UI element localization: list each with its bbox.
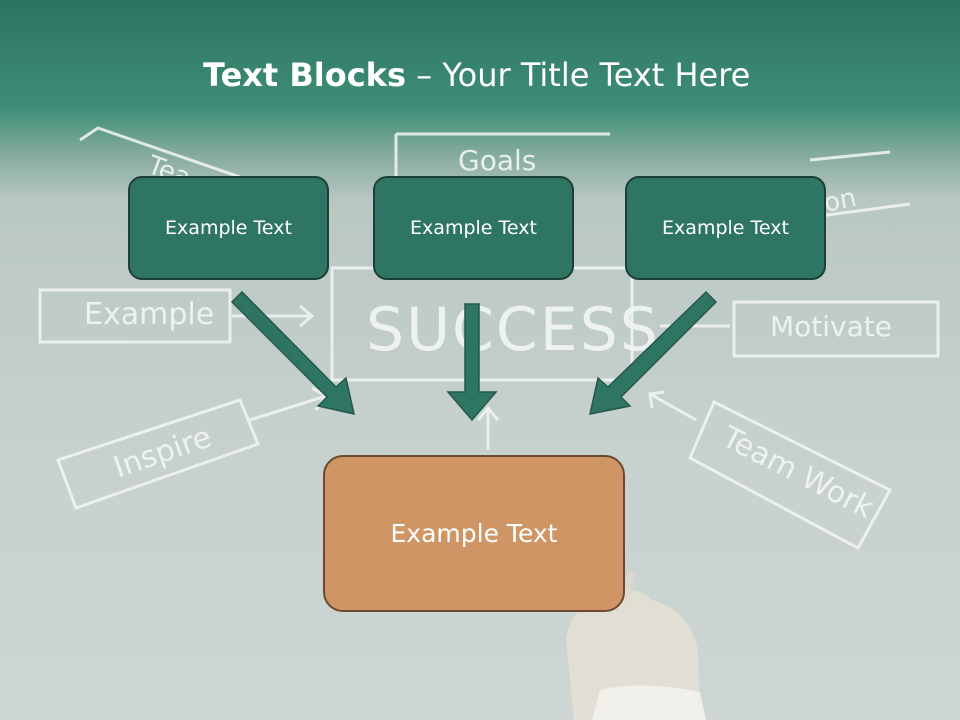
chalk-word-example: Example bbox=[84, 297, 214, 332]
arrow-left bbox=[230, 290, 355, 415]
goals-frame bbox=[394, 132, 610, 180]
text-box-center[interactable]: Example Text bbox=[373, 176, 574, 280]
title-rest: Your Title Text Here bbox=[442, 56, 751, 94]
topleft-frame bbox=[79, 126, 261, 186]
arrow-center bbox=[446, 303, 498, 422]
chalk-word-motivate: Motivate bbox=[770, 310, 892, 343]
text-box-left[interactable]: Example Text bbox=[128, 176, 329, 280]
text-box-right[interactable]: Example Text bbox=[625, 176, 826, 280]
motivate-frame bbox=[732, 300, 940, 358]
hand-illustration bbox=[566, 570, 706, 720]
chalk-arrow-bottom bbox=[476, 405, 500, 450]
chalk-word-goals: Goals bbox=[458, 144, 536, 177]
teamwork-frame bbox=[688, 399, 893, 551]
text-box-main[interactable]: Example Text bbox=[323, 455, 625, 612]
page-title: Text Blocks – Your Title Text Here bbox=[203, 56, 750, 94]
chalk-word-success: SUCCESS bbox=[366, 295, 660, 365]
chalk-arrow-teamwork bbox=[648, 390, 697, 422]
arrow-right bbox=[589, 290, 718, 415]
title-bold: Text Blocks bbox=[203, 56, 406, 94]
example-frame bbox=[38, 288, 232, 344]
chalk-word-on: on bbox=[821, 183, 859, 219]
title-separator: – bbox=[416, 56, 433, 94]
inspire-frame bbox=[56, 398, 260, 510]
